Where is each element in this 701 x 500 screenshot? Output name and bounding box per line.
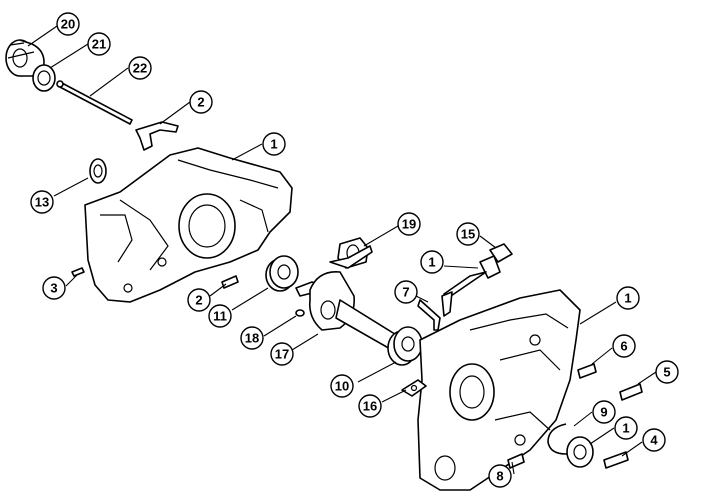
callout-2-lower: 2 bbox=[187, 288, 211, 312]
callout-label: 2 bbox=[197, 95, 204, 110]
part-bent-tube bbox=[417, 299, 441, 331]
part-screw-5 bbox=[619, 383, 643, 401]
callout-label: 11 bbox=[213, 309, 227, 324]
part-seal-right bbox=[566, 436, 594, 468]
callout-label: 18 bbox=[245, 331, 259, 346]
callout-13: 13 bbox=[30, 190, 54, 214]
callout-label: 1 bbox=[622, 421, 629, 436]
callout-label: 17 bbox=[275, 347, 289, 362]
callout-21: 21 bbox=[87, 32, 111, 56]
callout-6: 6 bbox=[612, 334, 636, 358]
callout-1-left-case: 1 bbox=[262, 132, 286, 156]
callout-5: 5 bbox=[655, 360, 679, 384]
part-pin-small bbox=[71, 267, 85, 277]
callout-label: 16 bbox=[363, 399, 377, 414]
callout-1-seal: 1 bbox=[614, 416, 638, 440]
callout-11: 11 bbox=[208, 304, 232, 328]
callout-1-tube: 1 bbox=[420, 250, 444, 274]
part-dowel bbox=[221, 275, 239, 289]
part-crankshaft bbox=[295, 245, 403, 351]
callout-label: 13 bbox=[35, 195, 49, 210]
callout-3: 3 bbox=[42, 276, 66, 300]
callout-9: 9 bbox=[592, 400, 616, 424]
callout-17: 17 bbox=[270, 342, 294, 366]
right-crankcase-half bbox=[417, 289, 581, 491]
part-ball-bearing-left bbox=[265, 255, 299, 292]
callout-label: 5 bbox=[663, 365, 670, 380]
callout-19: 19 bbox=[397, 212, 421, 236]
callout-label: 15 bbox=[461, 227, 475, 242]
callout-label: 4 bbox=[650, 433, 658, 448]
callout-label: 20 bbox=[61, 17, 75, 32]
callout-16: 16 bbox=[358, 394, 382, 418]
callout-1-right-case: 1 bbox=[616, 286, 640, 310]
callout-label: 1 bbox=[270, 137, 277, 152]
part-clip-plate bbox=[401, 379, 427, 397]
callout-10: 10 bbox=[330, 374, 354, 398]
callout-label: 1 bbox=[428, 255, 435, 270]
part-seal bbox=[89, 158, 107, 184]
callout-label: 1 bbox=[624, 291, 631, 306]
callout-20: 20 bbox=[56, 12, 80, 36]
callout-label: 21 bbox=[92, 37, 106, 52]
part-stud bbox=[577, 363, 597, 379]
callout-18: 18 bbox=[240, 326, 264, 350]
callout-8: 8 bbox=[488, 464, 512, 488]
callout-15: 15 bbox=[456, 222, 480, 246]
part-rod bbox=[56, 80, 133, 125]
callout-label: 3 bbox=[50, 281, 57, 296]
part-bracket bbox=[135, 121, 179, 151]
callout-label: 6 bbox=[620, 339, 627, 354]
part-pin-crank bbox=[295, 309, 305, 317]
callout-2-upper: 2 bbox=[189, 90, 213, 114]
callout-label: 7 bbox=[402, 285, 409, 300]
callout-label: 19 bbox=[402, 217, 416, 232]
callout-label: 22 bbox=[133, 61, 147, 76]
callout-label: 10 bbox=[335, 379, 349, 394]
callout-4: 4 bbox=[642, 428, 666, 452]
part-fitting-tube bbox=[441, 243, 513, 317]
part-washer bbox=[32, 64, 56, 92]
callout-label: 8 bbox=[496, 469, 503, 484]
left-crankcase-half bbox=[84, 147, 293, 303]
callout-7: 7 bbox=[394, 280, 418, 304]
callout-22: 22 bbox=[128, 56, 152, 80]
callout-label: 2 bbox=[195, 293, 202, 308]
leader-lines bbox=[27, 23, 657, 475]
callout-label: 9 bbox=[600, 405, 607, 420]
